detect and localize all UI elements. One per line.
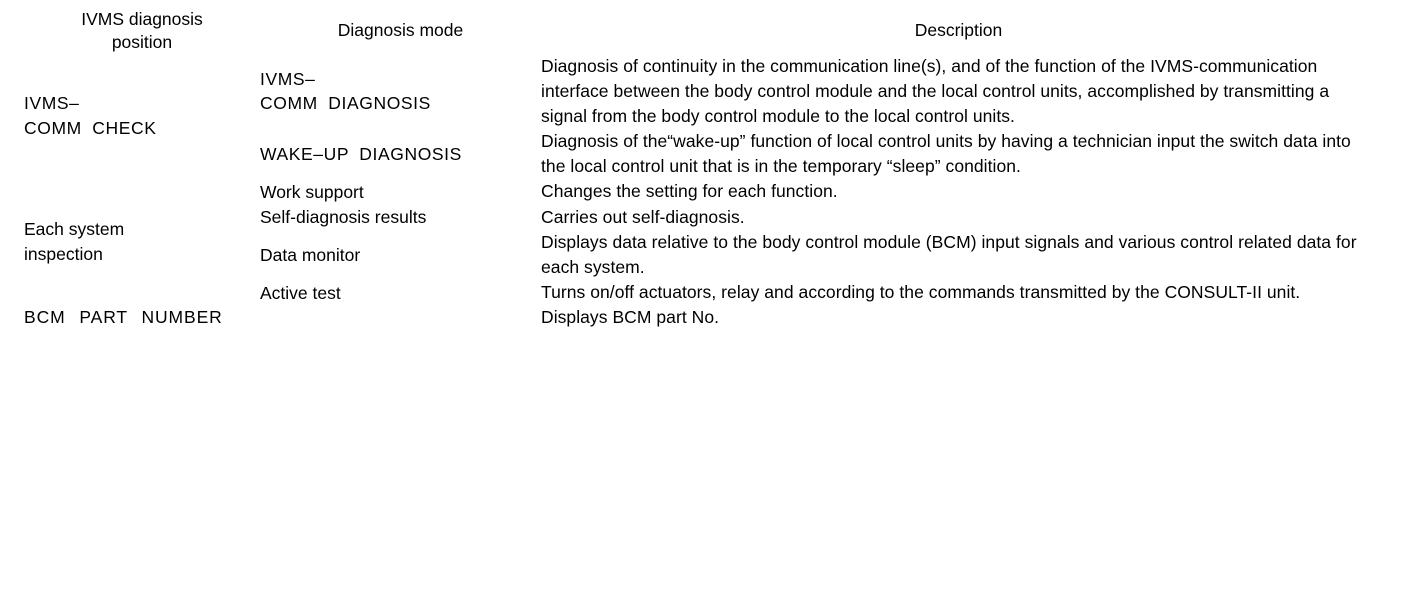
table-row: BCM PART NUMBER Displays BCM part No. xyxy=(24,305,1376,330)
footer-label-bcm-part-number: BCM PART NUMBER xyxy=(24,305,541,330)
description-cell-wake-up-diagnosis: Diagnosis of the“wake-up” function of lo… xyxy=(541,129,1376,179)
description-text: Changes the setting for each function. xyxy=(541,181,838,202)
header-cell-mode: Diagnosis mode xyxy=(260,8,541,54)
table-row: Active test Turns on/off actuators, rela… xyxy=(24,280,1376,305)
mode-cell-work-support: Work support xyxy=(260,179,541,204)
group-label-each-system-inspection: Each system inspection xyxy=(24,179,260,305)
header-position-line1: IVMS diagnosis xyxy=(81,9,203,29)
footer-label-text: BCM PART NUMBER xyxy=(24,307,223,328)
description-cell-bcm-part-number: Displays BCM part No. xyxy=(541,305,1376,330)
description-text: Displays data relative to the body contr… xyxy=(541,231,1357,277)
header-cell-position: IVMS diagnosis position xyxy=(24,8,260,54)
ivms-diagnosis-table: IVMS diagnosis position Diagnosis mode D… xyxy=(24,8,1376,331)
table-row: Self-diagnosis results Carries out self-… xyxy=(24,205,1376,230)
description-cell-active-test: Turns on/off actuators, relay and accord… xyxy=(541,280,1376,305)
header-mode-label: Diagnosis mode xyxy=(337,20,464,41)
table-row: Data monitor Displays data relative to t… xyxy=(24,230,1376,280)
header-cell-description: Description xyxy=(541,8,1376,54)
description-text: Diagnosis of continuity in the communica… xyxy=(541,55,1330,126)
mode-label-line1: Work support xyxy=(260,181,364,202)
mode-cell-active-test: Active test xyxy=(260,280,541,305)
table-row: WAKE–UP DIAGNOSIS Diagnosis of the“wake-… xyxy=(24,129,1376,179)
group2-position-line1: Each system xyxy=(24,219,125,240)
description-cell-data-monitor: Displays data relative to the body contr… xyxy=(541,230,1376,280)
description-cell-ivms-comm-diagnosis: Diagnosis of continuity in the communica… xyxy=(541,54,1376,130)
description-cell-work-support: Changes the setting for each function. xyxy=(541,179,1376,204)
mode-label-line1: Active test xyxy=(260,282,341,303)
table-row: IVMS– COMM CHECK IVMS– COMM DIAGNOSIS Di… xyxy=(24,54,1376,139)
header-row: IVMS diagnosis position Diagnosis mode D… xyxy=(24,8,1376,54)
mode-cell-self-diagnosis-results: Self-diagnosis results xyxy=(260,205,541,230)
mode-label-line2: COMM DIAGNOSIS xyxy=(260,93,431,114)
description-text: Carries out self-diagnosis. xyxy=(541,206,745,227)
description-text: Diagnosis of the“wake-up” function of lo… xyxy=(541,131,1351,177)
group-label-ivms-comm-check: IVMS– COMM CHECK xyxy=(24,54,260,180)
mode-label-line1: Self-diagnosis results xyxy=(260,206,427,227)
group1-position-line1: IVMS– xyxy=(24,93,80,114)
table-header: IVMS diagnosis position Diagnosis mode D… xyxy=(24,8,1376,54)
description-cell-self-diagnosis-results: Carries out self-diagnosis. xyxy=(541,205,1376,230)
mode-label-line1: WAKE–UP DIAGNOSIS xyxy=(260,144,462,164)
mode-label-line1: Data monitor xyxy=(260,244,361,265)
mode-cell-data-monitor: Data monitor xyxy=(260,230,541,280)
group1-position-line2: COMM CHECK xyxy=(24,118,157,139)
table-body: IVMS– COMM CHECK IVMS– COMM DIAGNOSIS Di… xyxy=(24,54,1376,331)
description-text: Displays BCM part No. xyxy=(541,307,720,328)
header-position-line2: position xyxy=(111,31,173,52)
group2-position-line2: inspection xyxy=(24,244,103,265)
header-description-label: Description xyxy=(914,20,1003,41)
mode-cell-ivms-comm-diagnosis: IVMS– COMM DIAGNOSIS xyxy=(260,54,541,130)
mode-cell-wake-up-diagnosis: WAKE–UP DIAGNOSIS xyxy=(260,129,541,179)
mode-label-line1: IVMS– xyxy=(260,68,316,89)
description-text: Turns on/off actuators, relay and accord… xyxy=(541,282,1301,303)
table-row: Each system inspection Work support Chan… xyxy=(24,179,1376,264)
